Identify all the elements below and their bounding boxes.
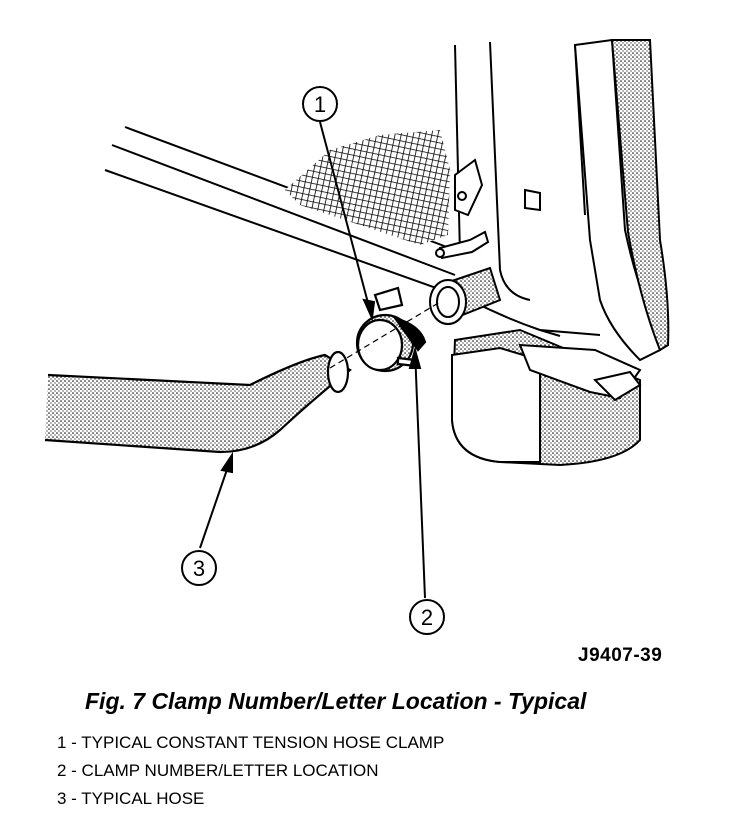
callout-2: 2 (409, 599, 445, 635)
callout-2-label: 2 (421, 605, 433, 630)
clamp-location-illustration: 1 2 3 (44, 38, 670, 635)
radiator-outlet-pipe (429, 266, 502, 325)
lower-mount (450, 328, 642, 467)
callout-1-label: 1 (314, 92, 326, 117)
callout-3: 3 (181, 550, 217, 586)
callout-leaders (199, 121, 426, 599)
callout-3-label: 3 (193, 556, 205, 581)
legend-item-2: 2 - CLAMP NUMBER/LETTER LOCATION (57, 761, 379, 780)
legend-item-1: 1 - TYPICAL CONSTANT TENSION HOSE CLAMP (57, 733, 445, 752)
radiator-tank (573, 38, 670, 362)
legend-list: 1 - TYPICAL CONSTANT TENSION HOSE CLAMP … (57, 729, 444, 813)
legend-item-3: 3 - TYPICAL HOSE (57, 789, 205, 808)
callout-1: 1 (302, 86, 338, 122)
mounting-bracket (435, 158, 541, 260)
hose (44, 350, 352, 454)
figure-caption: Fig. 7 Clamp Number/Letter Location - Ty… (85, 688, 587, 714)
figure-id: J9407-39 (578, 645, 663, 666)
alignment-line (329, 301, 441, 369)
radiator-core-mesh (285, 130, 450, 245)
